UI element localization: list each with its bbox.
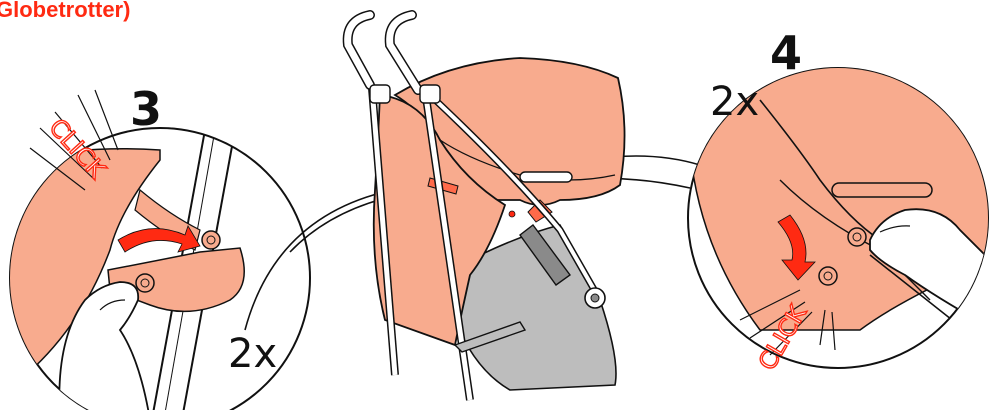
step-number-4: 4 [770,30,802,76]
step-number-3: 3 [130,86,162,132]
stroller-illustration [245,15,700,400]
multiplier-step3: 2x [228,334,277,374]
multiplier-step4: 2x [710,82,759,122]
